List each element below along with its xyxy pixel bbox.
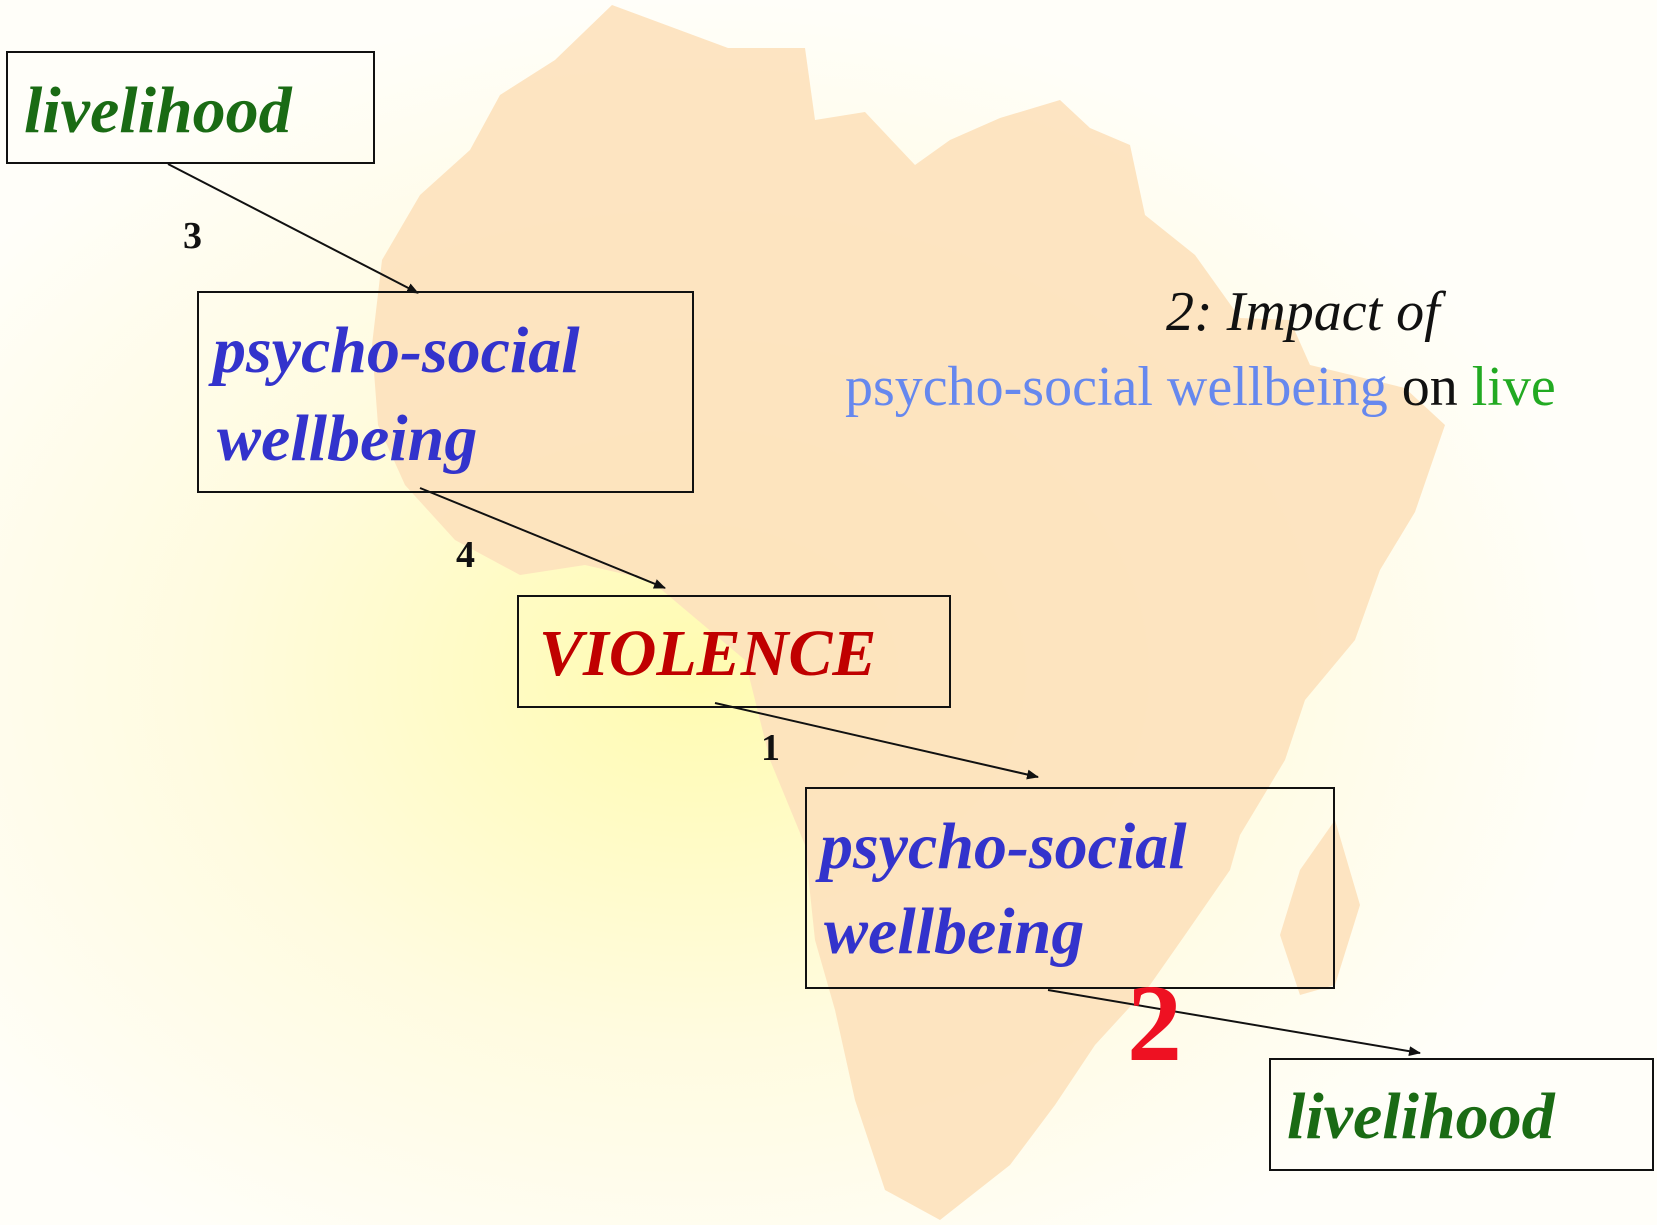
node-wellbeing-bottom-line2: wellbeing (824, 895, 1085, 968)
caption-livelihood-text: live (1471, 356, 1556, 418)
node-wellbeing-bottom (805, 787, 1335, 989)
node-violence-label: VIOLENCE (539, 617, 877, 690)
edge-label-2-highlight: 2 (1127, 962, 1182, 1084)
node-livelihood-bottom-label: livelihood (1287, 1080, 1555, 1153)
caption-title: 2: Impact of (1166, 281, 1440, 343)
node-livelihood-top-label: livelihood (24, 74, 292, 147)
node-wellbeing-top (197, 291, 694, 493)
africa-map-silhouette (372, 5, 1445, 1220)
arrow-livelihood-to-wellbeing (167, 163, 419, 294)
edge-label-4: 4 (456, 534, 475, 576)
arrow-wellbeing-to-livelihood (1047, 989, 1421, 1057)
arrow-violence-to-wellbeing (714, 702, 1039, 780)
node-violence (517, 595, 951, 708)
node-wellbeing-top-line1: psycho-social (213, 314, 580, 387)
node-livelihood-bottom (1269, 1058, 1654, 1171)
madagascar-silhouette (1280, 820, 1360, 995)
edge-label-1: 1 (761, 727, 780, 769)
caption-on-text: on (1387, 356, 1472, 418)
edge-label-3: 3 (183, 215, 202, 257)
caption-wellbeing-text: psycho-social wellbeing (845, 356, 1388, 418)
node-wellbeing-top-line2: wellbeing (217, 402, 478, 475)
arrow-wellbeing-to-violence (419, 487, 666, 589)
node-wellbeing-bottom-line1: psycho-social (820, 810, 1187, 883)
caption-subtitle: psycho-social wellbeing on live (845, 355, 1556, 419)
node-livelihood-top (6, 51, 375, 164)
